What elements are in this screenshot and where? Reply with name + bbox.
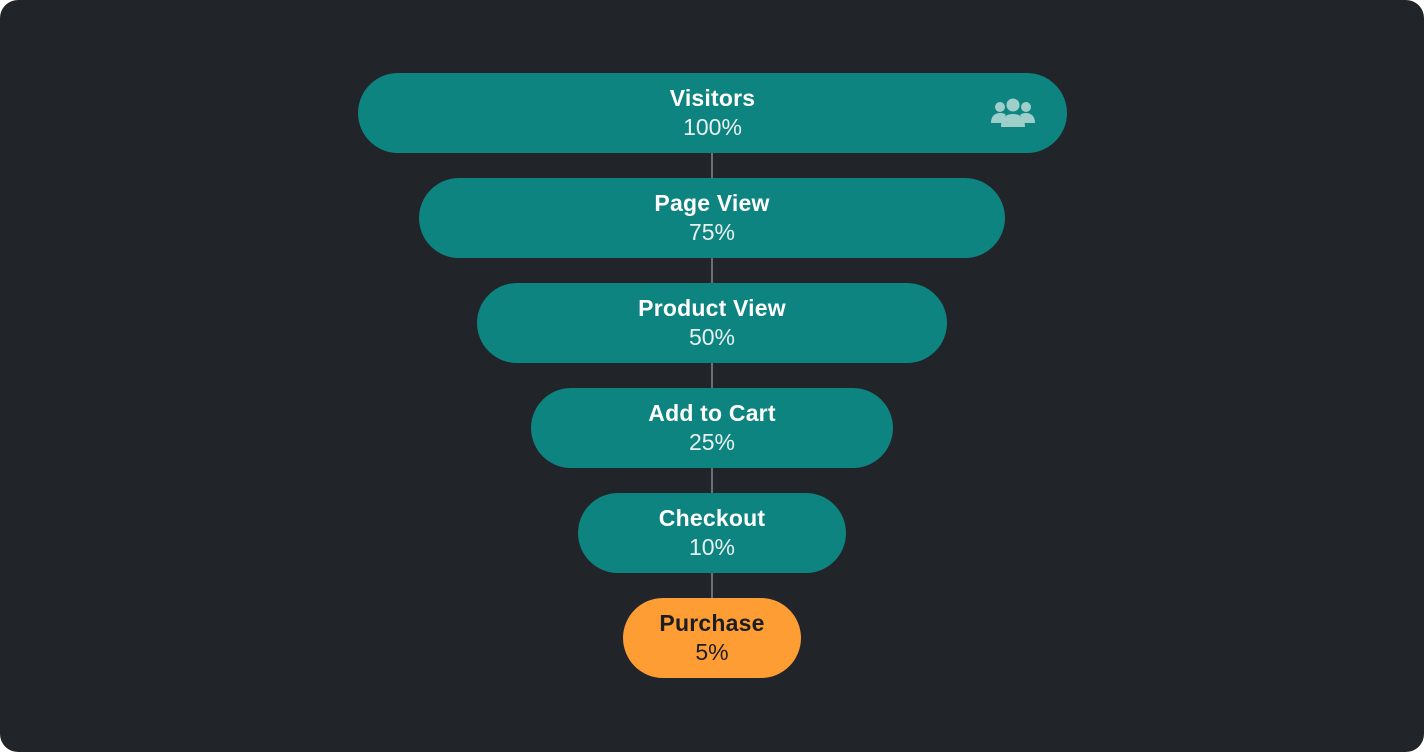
funnel-stage-page-view: Page View 75% [419, 178, 1005, 258]
funnel-stage-visitors: Visitors 100% [358, 73, 1067, 153]
stage-percent: 25% [688, 429, 736, 455]
stage-label: Visitors [669, 85, 756, 111]
funnel-stage-product-view: Product View 50% [477, 283, 947, 363]
stage-label: Product View [638, 295, 786, 321]
stage-label: Add to Cart [648, 400, 776, 426]
stage-label: Checkout [658, 505, 766, 531]
stage-label: Purchase [659, 610, 765, 636]
stage-percent: 100% [683, 114, 742, 140]
funnel-stage-checkout: Checkout 10% [578, 493, 846, 573]
funnel-stage-purchase: Purchase 5% [623, 598, 801, 678]
stage-percent: 50% [688, 324, 736, 350]
connector-line [711, 153, 713, 178]
connector-line [711, 468, 713, 493]
connector-line [711, 363, 713, 388]
stage-label: Page View [654, 190, 770, 216]
stage-percent: 75% [688, 219, 736, 245]
users-group-icon [989, 97, 1037, 129]
funnel-stage-add-to-cart: Add to Cart 25% [531, 388, 893, 468]
connector-line [711, 573, 713, 598]
connector-line [711, 258, 713, 283]
stage-percent: 5% [695, 639, 729, 665]
stage-percent: 10% [688, 534, 736, 560]
